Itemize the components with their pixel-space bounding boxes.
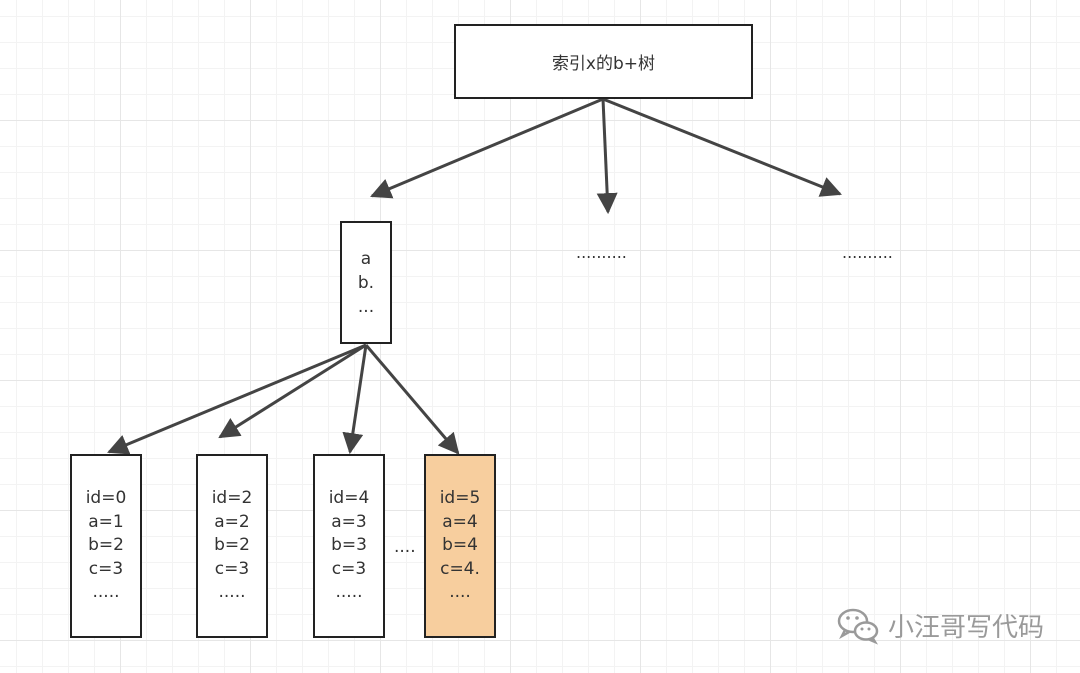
leaf-line: b=3: [331, 535, 367, 556]
leaf-line: a=2: [214, 511, 250, 532]
leaf-node-1: id=0 a=1 b=2 c=3 .....: [70, 454, 142, 638]
leaf-node-2: id=2 a=2 b=2 c=3 .....: [196, 454, 268, 638]
edge-mid-to-leaf-1: [107, 343, 367, 455]
leaf-node-4-highlighted: id=5 a=4 b=4 c=4. ....: [424, 454, 496, 638]
leaf-line: c=3: [88, 558, 124, 579]
internal-node-line: b.: [357, 272, 375, 293]
leaf-line: b=2: [214, 535, 250, 556]
leaf-line: a=1: [88, 511, 124, 532]
leaf-line: id=0: [85, 488, 127, 509]
leaf-line: .....: [92, 582, 120, 603]
between-leaves-ellipsis: ....: [394, 537, 416, 557]
leaf-line: ....: [449, 582, 471, 603]
leaf-node-3: id=4 a=3 b=3 c=3 .....: [313, 454, 385, 638]
watermark-text: 小汪哥写代码: [888, 612, 1045, 643]
sibling-ellipsis-1: ..........: [576, 243, 627, 262]
leaf-line: id=4: [328, 488, 370, 509]
edge-root-to-mid: [370, 97, 604, 199]
internal-node: a b. ...: [340, 221, 392, 344]
leaf-line: a=4: [442, 511, 478, 532]
leaf-line: c=3: [214, 558, 250, 579]
leaf-line: b=4: [442, 535, 478, 556]
edge-mid-to-leaf-2: [218, 343, 367, 439]
watermark: 小汪哥写代码: [836, 605, 1044, 645]
sibling-ellipsis-2: ..........: [842, 243, 893, 262]
leaf-line: a=3: [331, 511, 367, 532]
root-node: 索引x的b+树: [454, 24, 753, 99]
internal-node-line: a: [360, 248, 372, 269]
leaf-line: id=2: [211, 488, 253, 509]
edge-root-to-sibling-1: [596, 98, 618, 215]
internal-node-line: ...: [357, 296, 375, 317]
leaf-line: .....: [218, 582, 246, 603]
edge-mid-to-leaf-4: [364, 344, 460, 455]
leaf-line: c=4.: [440, 558, 480, 579]
wechat-icon: [837, 608, 879, 645]
leaf-line: .....: [335, 582, 363, 603]
root-node-label: 索引x的b+树: [551, 54, 656, 74]
leaf-line: c=3: [331, 558, 367, 579]
leaf-line: b=2: [88, 535, 124, 556]
edge-mid-to-leaf-3: [342, 344, 368, 455]
edge-root-to-sibling-2: [602, 97, 842, 197]
leaf-line: id=5: [439, 488, 481, 509]
